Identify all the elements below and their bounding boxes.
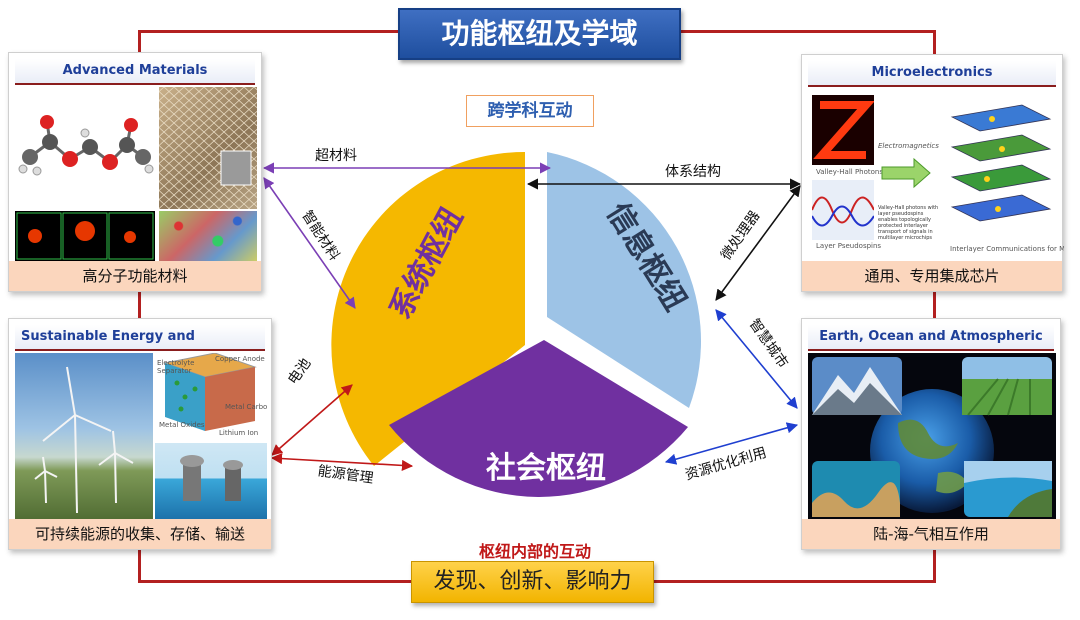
copper-anode-text: Copper Anode (-) (215, 355, 267, 363)
electromagnetics-text: Electromagnetics (878, 142, 939, 150)
pseudospin-image (812, 180, 874, 240)
interdisciplinary-label: 跨学科互动 (466, 95, 594, 127)
battery-diagram-image (155, 353, 267, 439)
heatmap-grid-image (15, 211, 155, 261)
battery-annotations: Copper Anode (-) Electrolyte Separator M… (157, 355, 267, 437)
metal-oxides-text: Metal Oxides (159, 421, 205, 429)
microchip-description: Valley-Hall photons with layer pseudospi… (878, 205, 939, 241)
microelectronics-title: Microelectronics (808, 61, 1056, 87)
sustainable-energy-panel: Sustainable Energy and Environment Coppe… (8, 318, 272, 550)
electrolyte-text: Electrolyte (157, 359, 194, 367)
bottom-banner: 发现、创新、影响力 (411, 561, 654, 603)
advanced-materials-panel: Advanced Materials (8, 52, 262, 292)
internal-interaction-label: 枢纽内部的互动 (478, 542, 591, 561)
molecule-image (15, 87, 155, 209)
advanced-materials-title: Advanced Materials (15, 59, 255, 85)
earth-sciences-panel: Earth, Ocean and Atmospheric Sciences (801, 318, 1061, 550)
mesh-image (159, 87, 257, 209)
valley-hall-text: Valley-Hall Photons (816, 168, 883, 176)
layer-pseudospins-text: Layer Pseudospins (816, 242, 881, 250)
green-arrow-icon (881, 157, 931, 189)
mountain-photo (812, 357, 902, 415)
metal-carbon-text: Metal Carbon (225, 403, 267, 411)
coast-photo (964, 461, 1052, 517)
sustainable-energy-title: Sustainable Energy and Environment (15, 325, 265, 368)
microelectronics-panel: Microelectronics Valley-Hall Photons Lay… (801, 54, 1064, 292)
crystal-image (159, 211, 257, 261)
tidal-device-image (155, 443, 267, 521)
earth-sciences-caption: 陆-海-气相互作用 (802, 519, 1060, 549)
reef-photo (812, 461, 900, 517)
microelectronics-caption: 通用、专用集成芯片 (802, 261, 1062, 291)
interlayer-text: Interlayer Communications for Microchips (950, 245, 1064, 253)
title-banner: 功能枢纽及学域 (398, 8, 681, 60)
earth-collage-image (808, 353, 1056, 521)
wind-turbines-image (15, 353, 153, 521)
microelectronics-annotations: Valley-Hall Photons Layer Pseudospins El… (816, 142, 1064, 253)
sustainable-energy-caption: 可持续能源的收集、存储、输送 (9, 519, 271, 549)
separator-text: Separator (157, 367, 192, 375)
lithium-ion-text: Lithium Ion (219, 429, 258, 437)
advanced-materials-caption: 高分子功能材料 (9, 261, 261, 291)
photon-z-image (812, 95, 874, 165)
field-photo (962, 357, 1052, 416)
chip-stack-image (932, 95, 1058, 245)
earth-sciences-title: Earth, Ocean and Atmospheric Sciences (808, 325, 1054, 368)
